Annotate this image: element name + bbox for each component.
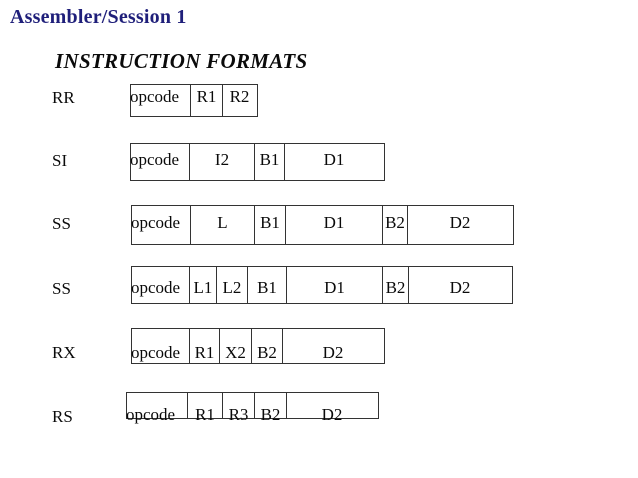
format-label-rr: RR [52,88,75,107]
field-b2: B2 [252,329,283,363]
field-x2: X2 [220,329,252,363]
format-box-ss2: opcode L1 L2 B1 D1 B2 D2 [131,266,513,304]
field-d1: D1 [323,150,345,169]
field-r1: R1 [190,329,220,363]
field-d2: D2 [449,213,471,232]
field-opcode: opcode [126,393,188,423]
field-i2: I2 [190,144,255,180]
format-box-rs: opcode R1 R3 B2 D2 [126,392,379,424]
field-d2: D2 [321,405,343,424]
field-d1: D1 [286,206,383,244]
field-l1: L1 [190,267,217,303]
format-label-rx: RX [52,343,76,362]
field-opcode: opcode [130,144,190,180]
field-b1: B1 [255,206,286,244]
field-b2: B2 [383,267,409,303]
field-r3: R3 [223,393,255,423]
field-l2: L2 [217,267,248,303]
format-box-ss1: opcode L B1 D1 B2 D2 [131,205,514,245]
field-r1: R1 [188,393,223,423]
format-label-ss2: SS [52,279,71,298]
section-heading: INSTRUCTION FORMATS [55,49,308,73]
field-opcode: opcode [130,85,191,116]
format-label-rs: RS [52,407,73,426]
field-opcode: opcode [131,206,191,244]
format-box-rr: opcode R1 R2 [130,84,258,117]
field-b2: B2 [383,206,408,244]
field-r2: R2 [229,87,250,106]
format-label-si: SI [52,151,68,170]
field-d1: D1 [287,267,383,303]
field-r1: R1 [191,85,223,116]
field-b1: B1 [248,267,287,303]
field-opcode: opcode [131,267,190,303]
field-b2: B2 [255,393,287,423]
format-label-ss1: SS [52,214,71,233]
page-title: Assembler/Session 1 [10,6,187,28]
format-box-si: opcode I2 B1 D1 [130,143,385,181]
field-d2: D2 [449,278,471,297]
field-opcode: opcode [131,329,190,363]
field-b1: B1 [255,144,285,180]
field-d2: D2 [322,343,344,362]
format-box-rx: opcode R1 X2 B2 D2 [131,328,385,364]
field-l: L [191,206,255,244]
